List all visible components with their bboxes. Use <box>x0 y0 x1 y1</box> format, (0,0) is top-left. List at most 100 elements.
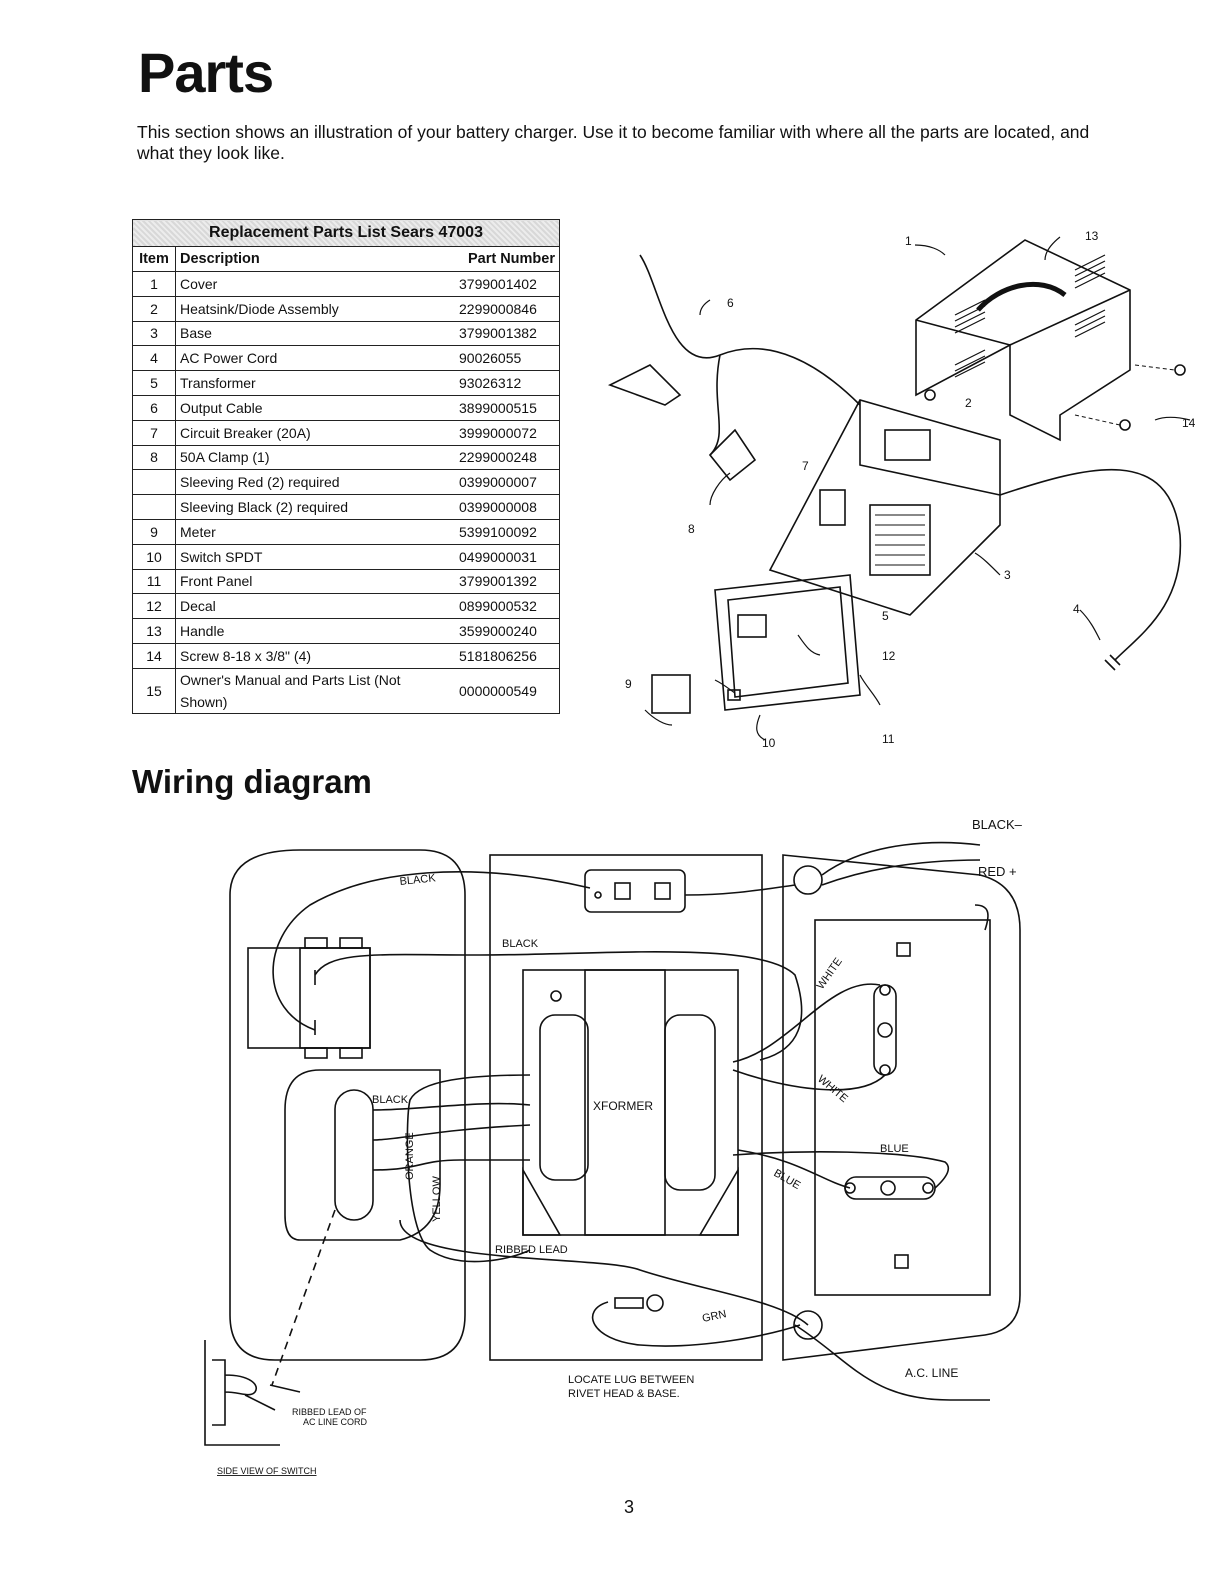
intro-paragraph: This section shows an illustration of yo… <box>137 122 1090 163</box>
wiring-section-title: Wiring diagram <box>132 763 372 800</box>
row-item: 8 <box>132 445 176 471</box>
col-header-description: Description <box>175 246 455 272</box>
row-item: 13 <box>132 618 176 644</box>
label-yellow: YELLOW <box>431 1176 443 1222</box>
row-description: Decal <box>175 593 455 620</box>
row-part-number: 0499000031 <box>455 544 560 570</box>
row-description: Front Panel <box>175 569 455 595</box>
base-drawing <box>768 399 1001 616</box>
callout-7: 7 <box>802 459 809 473</box>
row-item: 1 <box>132 271 176 297</box>
label-black-minus: BLACK– <box>972 817 1023 832</box>
label-locate-lug-1: LOCATE LUG BETWEEN <box>568 1374 694 1386</box>
col-header-item: Item <box>132 246 176 272</box>
label-blue-right: BLUE <box>880 1143 909 1155</box>
wiring-switch <box>247 947 371 1049</box>
row-part-number: 0399000008 <box>455 494 560 520</box>
screw-drawing <box>1174 364 1186 376</box>
callout-4: 4 <box>1073 602 1080 616</box>
row-item: 11 <box>132 569 176 595</box>
row-description: Heatsink/Diode Assembly <box>175 296 455 322</box>
page-number: 3 <box>624 1497 635 1517</box>
row-item: 4 <box>132 345 176 372</box>
row-part-number: 3899000515 <box>455 395 560 421</box>
row-part-number: 5181806256 <box>455 643 560 669</box>
meter-drawing <box>651 674 691 714</box>
output-cable-drawing <box>639 254 861 456</box>
row-part-number: 3999000072 <box>455 420 560 446</box>
row-description: Handle <box>175 618 455 644</box>
row-part-number: 3799001392 <box>455 569 560 595</box>
label-xformer: XFORMER <box>593 1099 653 1113</box>
row-item: 15 <box>132 668 176 714</box>
page-title: Parts <box>138 41 274 104</box>
row-description: Switch SPDT <box>175 544 455 570</box>
callout-13: 13 <box>1085 229 1099 243</box>
callout-12: 12 <box>882 649 896 663</box>
row-item: 3 <box>132 321 176 347</box>
label-ac-line: A.C. LINE <box>905 1366 958 1380</box>
row-description: Screw 8-18 x 3/8" (4) <box>175 643 455 669</box>
label-black-switch: BLACK <box>372 1094 409 1106</box>
callout-2: 2 <box>965 396 972 410</box>
col-header-part-number: Part Number <box>455 246 560 272</box>
row-description: Output Cable <box>175 395 455 421</box>
label-black-mid: BLACK <box>502 938 539 950</box>
callout-10: 10 <box>762 736 776 750</box>
callout-3: 3 <box>1004 568 1011 582</box>
row-part-number: 2299000248 <box>455 445 560 471</box>
row-part-number: 5399100092 <box>455 519 560 545</box>
label-ribbed-lead: RIBBED LEAD <box>495 1244 568 1256</box>
callout-8: 8 <box>688 522 695 536</box>
callout-9: 9 <box>625 677 632 691</box>
label-blue-diag: BLUE <box>772 1167 803 1192</box>
row-item: 5 <box>132 370 176 396</box>
wiring-breaker <box>584 869 686 913</box>
callout-5: 5 <box>882 609 889 623</box>
row-part-number: 3799001382 <box>455 321 560 347</box>
row-part-number: 0399000007 <box>455 469 560 496</box>
row-item: 2 <box>132 296 176 322</box>
row-item: 10 <box>132 544 176 570</box>
front-panel-drawing <box>714 574 861 711</box>
callout-6: 6 <box>727 296 734 310</box>
row-part-number: 2299000846 <box>455 296 560 322</box>
row-description: 50A Clamp (1) <box>175 445 455 471</box>
row-description: Sleeving Black (2) required <box>175 494 455 520</box>
row-item <box>132 469 176 496</box>
label-red-plus: RED + <box>978 864 1017 879</box>
row-item: 6 <box>132 395 176 421</box>
row-item <box>132 494 176 520</box>
row-item: 9 <box>132 519 176 545</box>
row-item: 14 <box>132 643 176 669</box>
parts-table-title: Replacement Parts List Sears 47003 <box>132 219 560 247</box>
ac-cord-drawing <box>999 468 1182 671</box>
parts-table: Replacement Parts List Sears 47003 Item … <box>132 219 560 714</box>
label-orange: ORANGE <box>404 1132 416 1180</box>
row-part-number: 3799001402 <box>455 271 560 297</box>
label-ribbed-ac-1: RIBBED LEAD OF <box>292 1407 367 1417</box>
row-description: Circuit Breaker (20A) <box>175 420 455 446</box>
label-white-upper: WHITE <box>815 956 845 992</box>
label-side-view: SIDE VIEW OF SWITCH <box>217 1466 317 1476</box>
row-part-number: 90026055 <box>455 345 560 372</box>
row-description: AC Power Cord <box>175 345 455 372</box>
row-description: Owner's Manual and Parts List (Not Shown… <box>175 668 455 714</box>
label-locate-lug-2: RIVET HEAD & BASE. <box>568 1388 680 1400</box>
